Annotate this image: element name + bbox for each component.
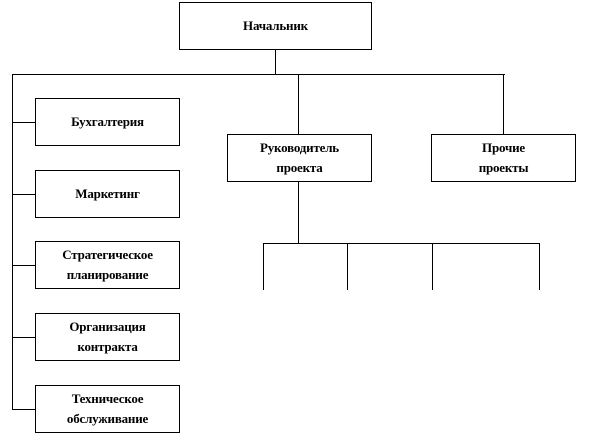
node-other-projects: Прочие проекты: [431, 134, 576, 182]
node-other-projects-label: Прочие проекты: [478, 140, 529, 175]
node-strategic-planning-label: Стратегическое планирование: [62, 247, 153, 282]
node-maintenance-label: Техническое обслуживание: [66, 391, 149, 426]
node-marketing-label: Маркетинг: [75, 186, 140, 201]
node-accounting-label: Бухгалтерия: [71, 114, 144, 129]
node-project-manager-label: Руководитель проекта: [260, 140, 339, 175]
node-maintenance: Техническое обслуживание: [35, 385, 180, 433]
node-head-label: Начальник: [243, 18, 308, 33]
node-contract-organization: Организация контракта: [35, 313, 180, 361]
node-contract-organization-label: Организация контракта: [69, 319, 146, 354]
node-accounting: Бухгалтерия: [35, 98, 180, 146]
node-marketing: Маркетинг: [35, 170, 180, 218]
node-head: Начальник: [179, 2, 372, 50]
node-project-manager: Руководитель проекта: [227, 134, 372, 182]
node-strategic-planning: Стратегическое планирование: [35, 241, 180, 289]
